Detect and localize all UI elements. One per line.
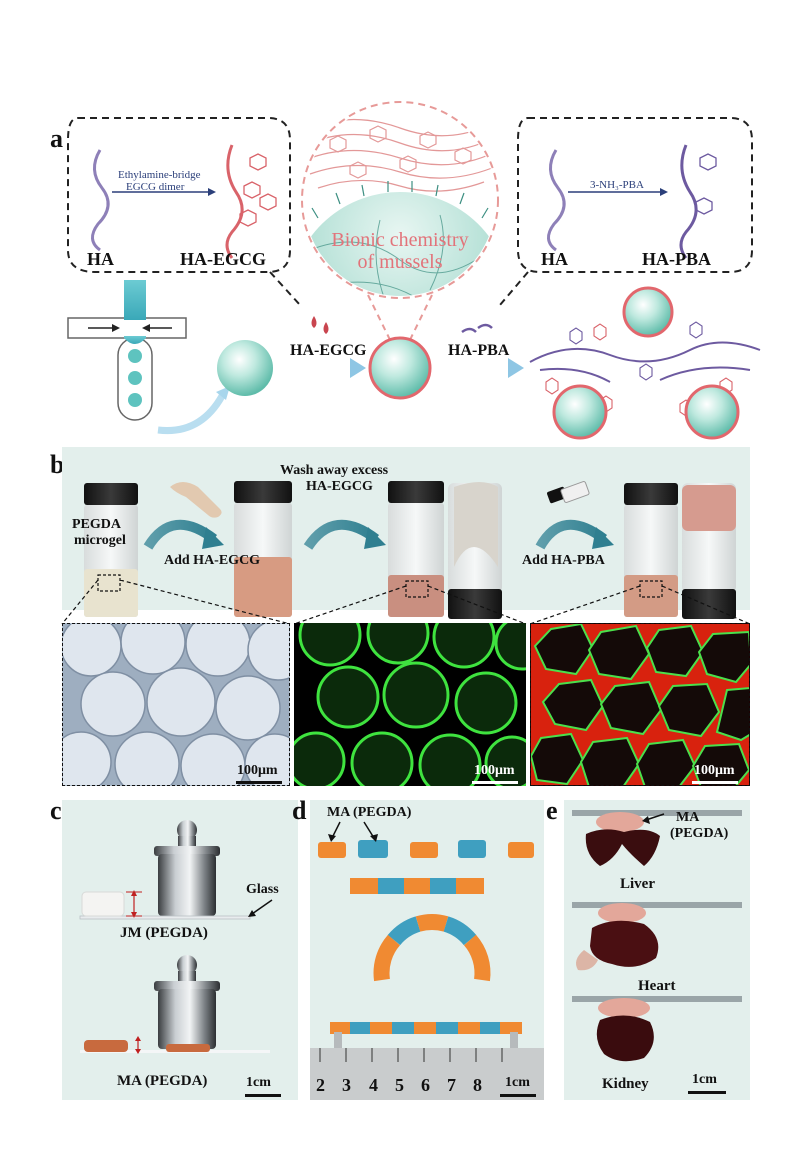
heart <box>590 920 659 967</box>
panel-d-letter: d <box>292 796 307 825</box>
ma-label: MA (PEGDA) <box>117 1073 208 1089</box>
scalebar-label-3: 100μm <box>694 763 735 778</box>
left-reaction-label-top: Ethylamine-bridge <box>118 169 201 181</box>
small-vial-icon <box>547 481 590 504</box>
left-reactant-label: HA <box>87 249 114 269</box>
vial-pba <box>624 483 678 617</box>
weight-top <box>154 820 220 916</box>
right-reactant-label: HA <box>541 249 568 269</box>
microgel-sphere-egcg <box>368 336 432 400</box>
panel-e-letter: e <box>546 796 558 825</box>
vial-washed <box>388 481 444 617</box>
scalebar-label-2: 100μm <box>474 763 515 778</box>
scalebar-label-1: 100μm <box>237 763 278 778</box>
liver <box>585 829 660 866</box>
panel-e-scalebar-label: 1cm <box>692 1072 717 1087</box>
panel-b-letter: b <box>50 450 65 479</box>
vial-egcg <box>234 481 292 617</box>
pipette-icon <box>170 482 222 518</box>
right-inset-bubble <box>517 117 753 273</box>
step-add-egcg: Add HA-EGCG <box>164 553 261 568</box>
panel-c-scalebar-label: 1cm <box>246 1075 271 1090</box>
micrograph-brightfield <box>62 623 290 786</box>
step-wash-line1: Wash away excess <box>280 463 389 478</box>
right-reagent-label: 3-NH₃-PBA <box>590 179 644 191</box>
scalebar-3 <box>692 781 738 784</box>
step1-label: HA-EGCG <box>290 342 367 359</box>
assembled-bar <box>350 878 484 894</box>
microgel-sphere-1 <box>217 340 273 396</box>
microfluidic-chip <box>67 280 187 421</box>
ha-egcg-chain <box>225 144 244 259</box>
panel-c-graphic <box>79 820 273 1054</box>
ruler-num-7: 7 <box>447 1075 456 1095</box>
left-inset-bubble <box>67 117 291 273</box>
jm-label: JM (PEGDA) <box>120 925 208 941</box>
weight-bottom <box>154 955 220 1049</box>
vial-pba-inverted <box>682 483 736 619</box>
vial-washed-inverted <box>448 482 502 619</box>
zoom-connectors <box>61 580 751 625</box>
center-title-line1: Bionic chemistry <box>331 229 469 251</box>
panel-d-ma-label: MA (PEGDA) <box>327 805 412 820</box>
organ-label-liver: Liver <box>620 876 655 892</box>
pegda-label-2: microgel <box>74 533 126 548</box>
panel-a-letter: a <box>50 124 63 153</box>
panel-b-vials <box>84 481 736 619</box>
panel-d-scalebar <box>500 1094 536 1097</box>
panel-e-ma-line2: (PEGDA) <box>670 826 729 841</box>
panel-d-graphic <box>310 821 544 1100</box>
micrograph-green <box>294 623 526 786</box>
pegda-label-1: PEGDA <box>72 517 121 532</box>
micrograph-merged <box>530 623 750 786</box>
ruler-num-5: 5 <box>395 1075 404 1095</box>
ruler-num-6: 6 <box>421 1075 430 1095</box>
center-title-line2: of mussels <box>357 251 443 273</box>
left-reaction-label-bottom: EGCG dimer <box>126 181 185 193</box>
kidney <box>596 1015 654 1062</box>
panel-c-letter: c <box>50 796 62 825</box>
arch <box>373 914 491 982</box>
left-product-label: HA-EGCG <box>180 249 267 269</box>
panel-e-ma-line1: MA <box>676 810 700 825</box>
panel-c-scalebar <box>245 1094 281 1097</box>
right-product-label: HA-PBA <box>642 249 711 269</box>
panel-a-graphic <box>67 101 761 440</box>
panel-e-scalebar <box>688 1091 726 1094</box>
ruler-num-4: 4 <box>369 1075 378 1095</box>
ruler-numbers: 2 3 4 5 6 7 8 <box>310 1075 544 1097</box>
panel-d-scalebar-label: 1cm <box>505 1075 530 1090</box>
scalebar-1 <box>236 781 282 784</box>
glass-label: Glass <box>246 882 279 897</box>
step-add-pba: Add HA-PBA <box>522 553 605 568</box>
step2-label: HA-PBA <box>448 342 510 359</box>
ruler-num-3: 3 <box>342 1075 351 1095</box>
scalebar-2 <box>472 781 518 784</box>
panel-e-graphic <box>572 810 742 1062</box>
organ-label-heart: Heart <box>638 978 676 994</box>
crosslinked-network <box>529 286 761 440</box>
ha-chain-left <box>91 149 110 252</box>
bridge-bar <box>330 1022 522 1034</box>
organ-label-kidney: Kidney <box>602 1076 649 1092</box>
step-wash-line2: HA-EGCG <box>306 479 373 494</box>
ruler-num-8: 8 <box>473 1075 482 1095</box>
ruler-num-2: 2 <box>316 1075 325 1095</box>
